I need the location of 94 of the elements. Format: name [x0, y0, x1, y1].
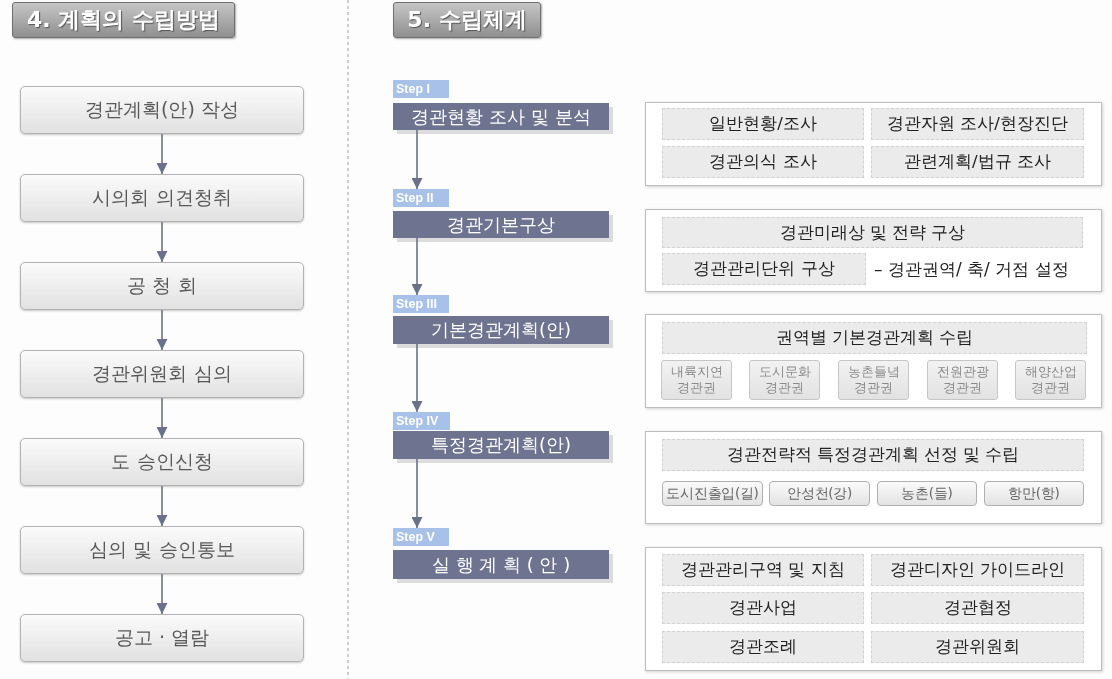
step-tab: [393, 412, 450, 430]
process-label: 도 승인신청: [111, 449, 213, 474]
arrow: [156, 485, 168, 527]
item-box: [871, 146, 1084, 178]
arrow: [156, 133, 168, 175]
arrow: [156, 221, 168, 263]
step-tab: [393, 528, 449, 546]
arrow: [156, 397, 168, 439]
item-label: 일반현황/조사: [709, 113, 817, 135]
step-tab: [393, 80, 449, 98]
process-box: [20, 614, 304, 662]
process-box: [20, 262, 304, 310]
item-label: 경관디자인 가이드라인: [889, 559, 1066, 581]
panel-box: [645, 431, 1102, 524]
step-title: 경관기본구상: [447, 212, 555, 237]
step-title: 실 행 계 획 ( 안 ): [431, 552, 571, 577]
panel-box: [645, 314, 1102, 408]
section-title: 5. 수립체계: [407, 6, 527, 34]
item-label: 경관의식 조사: [709, 151, 817, 173]
item-label: 권역별 기본경관계획 수립: [775, 327, 974, 349]
item-box: [662, 108, 864, 140]
process-label: 공고 · 열람: [114, 625, 210, 650]
step-label: Step IV: [396, 414, 439, 428]
process-label: 심의 및 승인통보: [89, 537, 235, 562]
item-box: [871, 554, 1084, 586]
note-text: – 경관권역/ 축/ 거점 설정: [874, 257, 1069, 281]
zone-box: [749, 360, 820, 400]
item-box: [662, 631, 864, 663]
item-label: 경관전략적 특정경관계획 선정 및 수립: [726, 444, 1020, 466]
process-box: [20, 86, 304, 134]
zone-box: [927, 360, 998, 400]
item-label: 경관관리단위 구상: [693, 258, 835, 280]
item-label: 경관위원회: [935, 636, 1020, 658]
item-box: [662, 554, 864, 586]
item-box: [662, 253, 866, 285]
item-box: [662, 592, 864, 624]
step-title: 경관현황 조사 및 분석: [411, 104, 591, 129]
item-box: [769, 481, 870, 506]
arrow: [156, 573, 168, 615]
section-header: [393, 2, 541, 38]
process-label: 경관위원회 심의: [92, 361, 232, 386]
item-label: 도시진출입(길): [666, 484, 759, 503]
zone-label: 농촌들녘 경관권: [846, 363, 901, 397]
panel-box: [645, 102, 1102, 186]
item-label: 경관협정: [943, 597, 1012, 619]
process-label: 공 청 회: [127, 273, 197, 298]
item-label: 항만(항): [1008, 484, 1060, 503]
item-label: 경관조례: [729, 636, 797, 658]
zone-label: 전원관광 경관권: [935, 363, 990, 397]
item-label: 농촌(들): [901, 484, 953, 503]
step-title: 특정경관계획(안): [430, 433, 571, 457]
step-tab: [393, 189, 449, 207]
zone-box: [1015, 360, 1086, 400]
item-box: [984, 481, 1084, 506]
arrow: [411, 129, 423, 190]
panel-box: [645, 547, 1102, 671]
item-box: [662, 322, 1087, 354]
zone-box: [838, 360, 909, 400]
item-label: 경관자원 조사/현장진단: [887, 113, 1068, 135]
item-box: [877, 481, 977, 506]
step-label: Step I: [396, 82, 431, 96]
step-title: 기본경관계획(안): [430, 318, 571, 342]
item-label: 경관미래상 및 전략 구상: [779, 221, 966, 244]
arrow: [156, 309, 168, 351]
process-label: 경관계획(안) 작성: [85, 97, 239, 122]
zone-box: [661, 360, 732, 400]
item-box: [662, 217, 1083, 248]
item-label: 관련계획/법규 조사: [904, 151, 1051, 173]
process-box: [20, 350, 304, 398]
step-label: Step III: [396, 297, 437, 311]
item-box: [662, 146, 864, 178]
step-tab: [393, 295, 449, 313]
step-label: Step II: [396, 191, 434, 205]
zone-label: 내륙지연 경관권: [669, 363, 724, 397]
arrow: [411, 237, 423, 296]
section-header: [12, 2, 235, 38]
panel-box: [645, 209, 1102, 292]
item-box: [871, 592, 1084, 624]
arrow: [411, 343, 423, 413]
zone-label: 해양산업 경관권: [1023, 363, 1078, 397]
process-label: 시의회 의견청취: [92, 185, 232, 210]
zone-label: 도시문화 경관권: [757, 363, 812, 397]
item-box: [662, 439, 1084, 471]
process-box: [20, 174, 304, 222]
item-label: 경관관리구역 및 지침: [681, 559, 845, 581]
item-box: [871, 631, 1084, 663]
step-label: Step V: [396, 530, 435, 544]
item-label: 안성천(강): [787, 484, 852, 503]
section-title: 4. 계획의 수립방법: [27, 6, 220, 34]
item-label: 경관사업: [729, 597, 797, 619]
arrow: [411, 458, 423, 529]
process-box: [20, 438, 304, 486]
process-box: [20, 526, 304, 574]
item-box: [871, 108, 1084, 140]
